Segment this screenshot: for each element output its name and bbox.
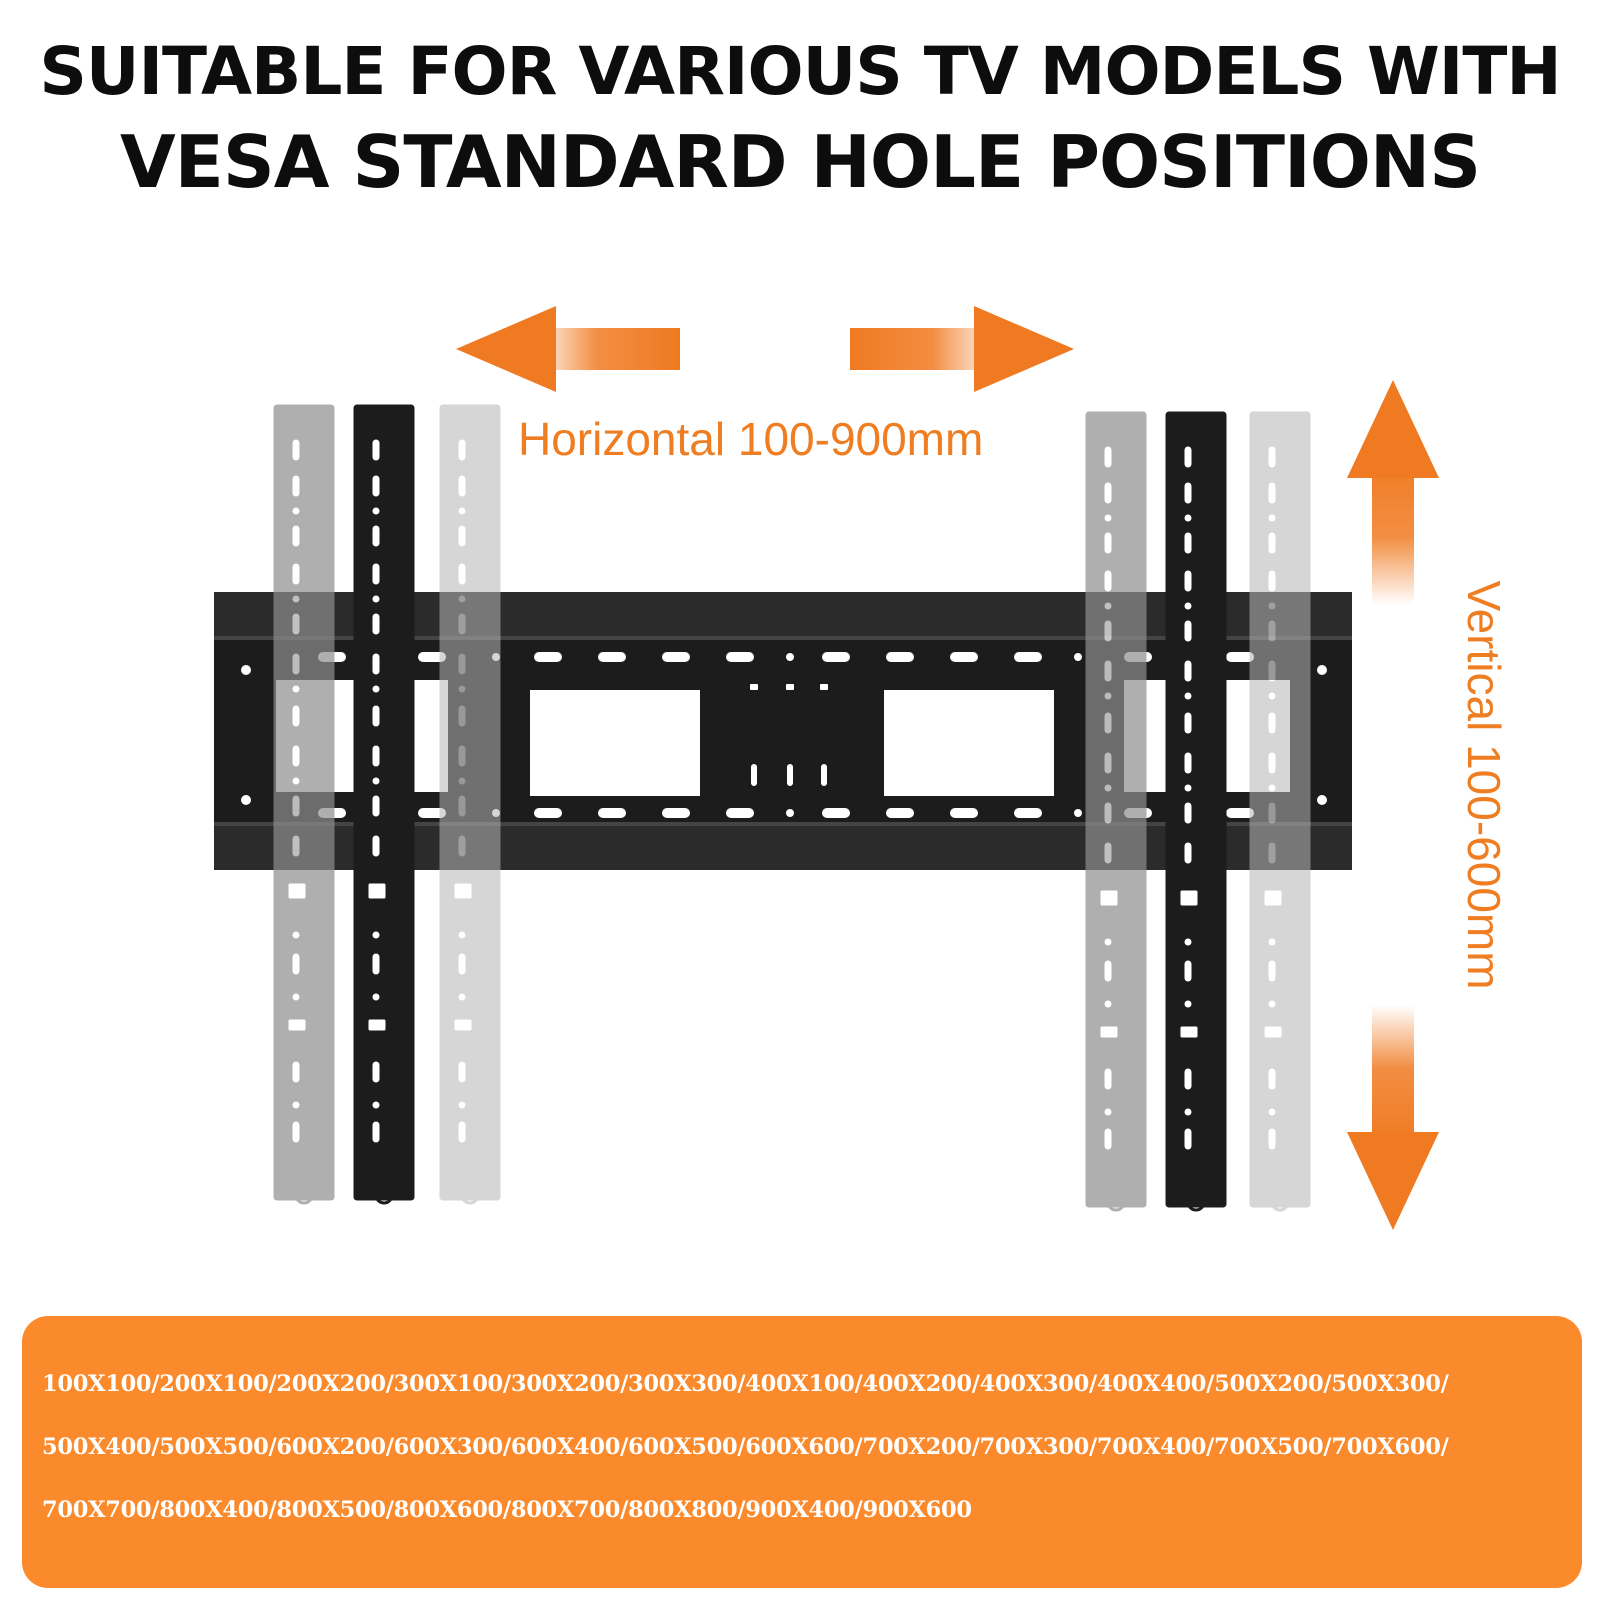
horizontal-range-label: Horizontal 100-900mm: [518, 413, 984, 465]
vesa-sizes-line-3: 700X700/800X400/800X500/800X600/800X700/…: [42, 1497, 972, 1523]
right-rail-faded-outer: [1084, 410, 1148, 1212]
arrow-down-icon: [1347, 1005, 1439, 1230]
left-rail: [352, 403, 416, 1205]
vesa-sizes-line-1: 100X100/200X100/200X200/300X100/300X200/…: [42, 1371, 1449, 1397]
vesa-sizes-line-2: 500X400/500X500/600X200/600X300/600X400/…: [42, 1434, 1449, 1460]
page-title-line-2: VESA STANDARD HOLE POSITIONS: [119, 120, 1481, 204]
right-rail: [1164, 410, 1228, 1212]
left-rail-faded-outer: [272, 403, 336, 1205]
vesa-sizes-panel: 100X100/200X100/200X200/300X100/300X200/…: [22, 1316, 1582, 1588]
vertical-range-label: Vertical 100-600mm: [1458, 580, 1510, 990]
arrow-right-icon: [850, 306, 1074, 392]
left-rail-faded-inner: [438, 403, 502, 1205]
arrow-left-icon: [456, 306, 680, 392]
arrow-up-icon: [1347, 380, 1439, 605]
wall-mount-illustration: [214, 306, 1439, 1230]
right-rail-faded-inner: [1248, 410, 1312, 1212]
page-title-line-1: SUITABLE FOR VARIOUS TV MODELS WITH: [39, 33, 1561, 110]
